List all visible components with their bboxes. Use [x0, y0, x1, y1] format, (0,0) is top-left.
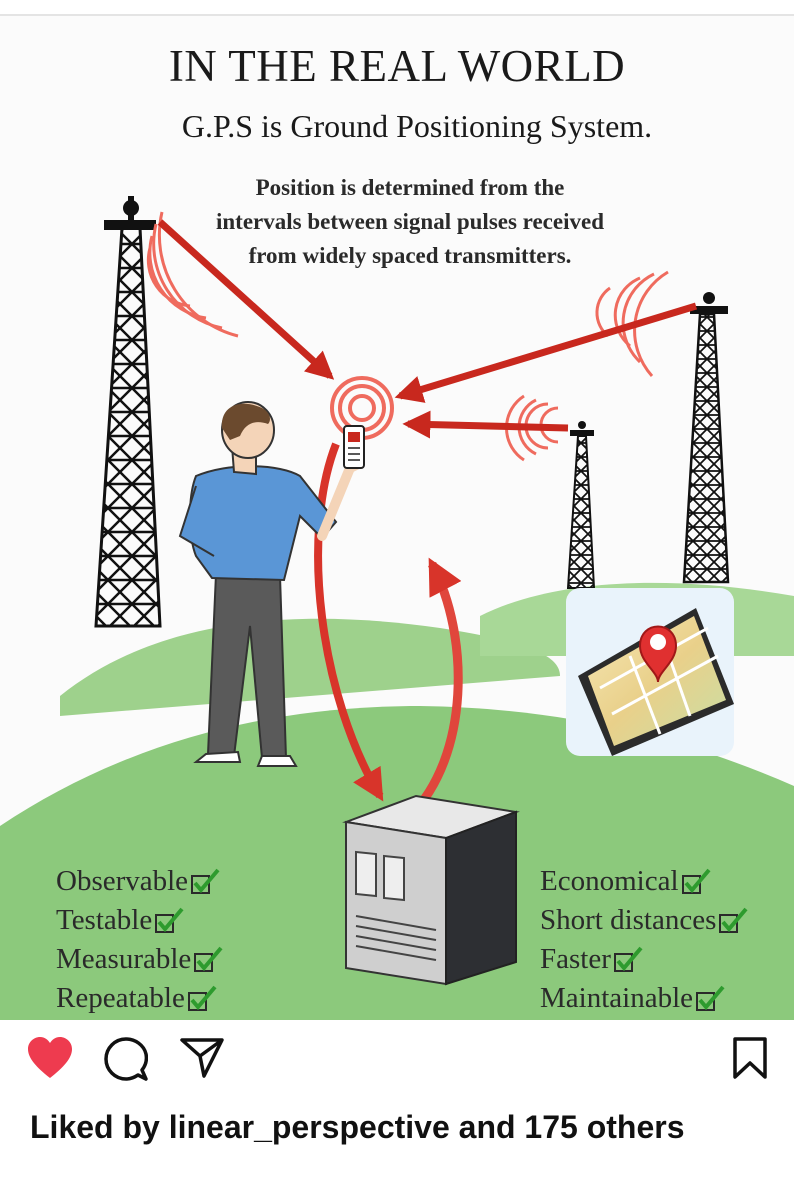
server-tower-icon: [342, 794, 520, 986]
paper-plane-icon[interactable]: [180, 1036, 224, 1080]
checklist-item: Economical: [540, 862, 748, 901]
checklist-label: Economical: [540, 865, 679, 897]
checkmark-icon: [696, 985, 725, 1011]
checklist-item: Testable: [56, 901, 223, 940]
checklist-item: Observable: [56, 862, 223, 901]
checklist-label: Repeatable: [56, 982, 185, 1014]
post-action-bar: [0, 1022, 794, 1092]
explanation-line: from widely spaced transmitters.: [248, 243, 572, 268]
explanation-line: Position is determined from the: [255, 175, 565, 200]
checklist-item: Faster: [540, 940, 748, 979]
checklist-label: Testable: [56, 904, 153, 936]
checklist-item: Short distances: [540, 901, 748, 940]
explanation-text: Position is determined from the interval…: [150, 171, 670, 273]
left-radio-tower: [94, 196, 162, 628]
likes-prefix: Liked by: [30, 1109, 169, 1145]
data-arrow-up: [406, 557, 463, 820]
headline: IN THE REAL WORLD: [168, 41, 626, 91]
checklist-item: Measurable: [56, 940, 223, 979]
explanation-line: intervals between signal pulses received: [216, 209, 604, 234]
post-image[interactable]: IN THE REAL WORLD G.P.S is Ground Positi…: [0, 16, 794, 1020]
bookmark-icon[interactable]: [732, 1036, 768, 1080]
liked-by-username[interactable]: linear_perspective: [168, 1109, 450, 1145]
data-arrow-down: [314, 442, 384, 802]
checkmark-icon: [613, 946, 643, 972]
checklist-label: Measurable: [56, 943, 192, 975]
checkmark-icon: [155, 907, 184, 933]
checkmark-icon: [194, 946, 223, 972]
signal-arrows: [157, 219, 698, 439]
top-divider: [0, 14, 794, 16]
subhead: G.P.S is Ground Positioning System.: [181, 108, 653, 144]
likes-suffix: and 175 others: [449, 1109, 685, 1145]
gps-illustration: [0, 196, 794, 1020]
right-radio-tower: [682, 292, 730, 584]
map-phone-image: [566, 588, 734, 756]
checkmark-icon: [681, 868, 711, 894]
middle-radio-tower: [566, 421, 596, 589]
checklist-label: Observable: [56, 865, 189, 897]
checkmark-icon: [719, 907, 748, 933]
checklist-label: Maintainable: [540, 982, 694, 1014]
comment-icon[interactable]: [104, 1037, 148, 1081]
checklist-label: Faster: [540, 943, 611, 975]
checkmark-icon: [187, 985, 217, 1011]
checklist-item: Maintainable: [540, 979, 748, 1018]
likes-summary[interactable]: Liked by linear_perspective and 175 othe…: [30, 1104, 770, 1150]
checklist-item: Repeatable: [56, 979, 223, 1018]
checkmark-icon: [191, 868, 220, 894]
left-checklist: Observable Testable Measurable Repeatabl…: [56, 862, 223, 1018]
right-checklist: Economical Short distances Faster Mainta…: [540, 862, 748, 1018]
heart-icon[interactable]: [26, 1036, 74, 1080]
person-with-phone: [178, 401, 365, 767]
checklist-label: Short distances: [540, 904, 717, 936]
